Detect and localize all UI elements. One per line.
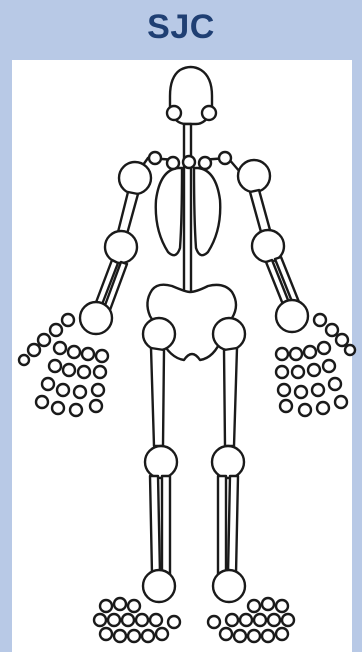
toe-left-3e[interactable] [276,628,288,640]
toe-right-1a[interactable] [100,600,112,612]
thumb-joint-right-4[interactable] [28,344,40,356]
mcp-right-5[interactable] [96,350,108,362]
humerus-right-icon [118,192,138,234]
toe-right-1b[interactable] [114,598,126,610]
mcp-left-2[interactable] [318,342,330,354]
mcp-left-3[interactable] [304,346,316,358]
thumb-joint-right-2[interactable] [50,324,62,336]
toe-left-3b[interactable] [234,630,246,642]
thumb-joint-left-3[interactable] [336,334,348,346]
jaw-joint-right[interactable] [167,106,181,120]
thumb-tip-right[interactable] [19,355,29,365]
toe-left-2b[interactable] [240,614,252,626]
tip-right-5[interactable] [90,400,102,412]
toe-right-3e[interactable] [156,628,168,640]
toe-left-2e[interactable] [282,614,294,626]
acromioclavicular-joint-left[interactable] [219,152,231,164]
tibia-left-icon [228,476,238,574]
dip-left-3[interactable] [312,384,324,396]
mcp-right-4[interactable] [82,348,94,360]
thumb-joint-left-2[interactable] [326,324,338,336]
ribcage-left-icon [194,168,220,255]
mcp-left-5[interactable] [276,348,288,360]
mcp-right-2[interactable] [54,342,66,354]
toe-right-1c[interactable] [128,600,140,612]
shoulder-joint-left[interactable] [238,160,270,192]
dip-right-3[interactable] [57,384,69,396]
femur-right-icon [151,348,164,446]
sternum-joint[interactable] [183,156,195,168]
shoulder-joint-right[interactable] [119,162,151,194]
dip-left-4[interactable] [295,386,307,398]
tip-right-4[interactable] [70,404,82,416]
pip-right-3[interactable] [63,364,75,376]
toe-left-2d[interactable] [268,614,280,626]
dip-right-5[interactable] [92,384,104,396]
mcp-left-4[interactable] [290,348,302,360]
acromioclavicular-joint-right[interactable] [149,152,161,164]
tip-right-2[interactable] [36,396,48,408]
spine-icon [184,124,191,314]
pip-right-2[interactable] [49,360,61,372]
tibia-right-icon [150,476,160,574]
hip-joint-right[interactable] [143,318,175,350]
thumb-joint-left-1[interactable] [314,314,326,326]
jaw-joint-left[interactable] [202,106,216,120]
knee-joint-right[interactable] [145,446,177,478]
humerus-left-icon [250,190,270,232]
toe-right-3c[interactable] [128,630,140,642]
elbow-joint-right[interactable] [105,231,137,263]
toe-right-2d[interactable] [136,614,148,626]
knee-joint-left[interactable] [212,446,244,478]
pip-left-5[interactable] [276,366,288,378]
wrist-joint-right[interactable] [80,302,112,334]
dip-left-5[interactable] [278,384,290,396]
toe-left-1c[interactable] [276,600,288,612]
tip-left-3[interactable] [317,402,329,414]
tip-left-4[interactable] [299,404,311,416]
toe-left-1a[interactable] [248,600,260,612]
toe-left-3a[interactable] [220,628,232,640]
sternoclavicular-joint-left[interactable] [199,157,211,169]
toe-right-2c[interactable] [122,614,134,626]
ribcage-right-icon [156,168,182,255]
toe-right-2b[interactable] [108,614,120,626]
toe-left-2c[interactable] [254,614,266,626]
toe-right-3d[interactable] [142,630,154,642]
tip-left-5[interactable] [280,400,292,412]
hip-joint-left[interactable] [213,318,245,350]
pip-left-3[interactable] [308,364,320,376]
ankle-joint-right[interactable] [143,570,175,602]
tip-right-3[interactable] [52,402,64,414]
femur-left-icon [224,348,237,446]
fibula-left-icon [218,476,226,574]
toe-right-3f[interactable] [168,616,180,628]
ankle-joint-left[interactable] [213,570,245,602]
toe-right-3a[interactable] [100,628,112,640]
toe-left-3f[interactable] [208,616,220,628]
toe-right-3b[interactable] [114,630,126,642]
pip-left-4[interactable] [292,366,304,378]
pip-left-2[interactable] [323,360,335,372]
toe-left-2a[interactable] [226,614,238,626]
fibula-right-icon [162,476,170,574]
mcp-right-3[interactable] [68,346,80,358]
tip-left-2[interactable] [335,396,347,408]
toe-left-1b[interactable] [262,598,274,610]
thumb-joint-right-1[interactable] [62,314,74,326]
thumb-tip-left[interactable] [345,345,355,355]
pip-right-5[interactable] [94,366,106,378]
dip-right-2[interactable] [42,378,54,390]
toe-left-3c[interactable] [248,630,260,642]
pip-right-4[interactable] [78,366,90,378]
thumb-joint-right-3[interactable] [38,334,50,346]
dip-right-4[interactable] [74,386,86,398]
toe-right-2e[interactable] [150,614,162,626]
dip-left-2[interactable] [329,378,341,390]
toe-left-3d[interactable] [262,630,274,642]
sternoclavicular-joint-right[interactable] [167,157,179,169]
wrist-joint-left[interactable] [276,300,308,332]
toe-right-2a[interactable] [94,614,106,626]
